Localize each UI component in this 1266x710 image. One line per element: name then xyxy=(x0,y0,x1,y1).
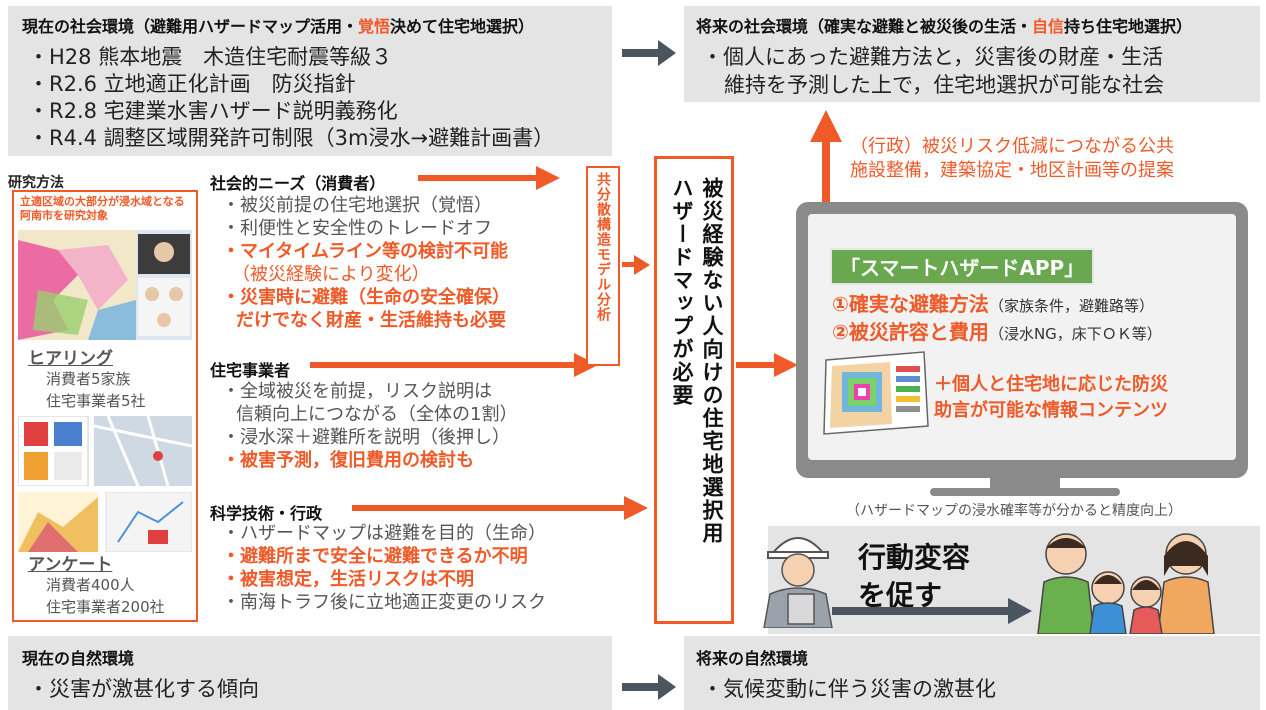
builders-arrow-shaft xyxy=(310,362,576,368)
science-item: ・避難所まで安全に避難できるか不明 xyxy=(222,546,528,567)
research-target: 立適区域の大部分が浸水域となる阿南市を研究対象 xyxy=(20,195,185,222)
future-social-title: 将来の社会環境（確実な避難と被災後の生活・自信持ち住宅地選択） xyxy=(696,17,1193,36)
current-social-box: 現在の社会環境（避難用ハザードマップ活用・覚悟決めて住宅地選択） ・H28 熊本… xyxy=(8,6,612,156)
needs-item: （被災経験により変化） xyxy=(232,264,430,285)
accuracy-note: （ハザードマップの浸水確率等が分かると精度向上） xyxy=(846,503,1182,519)
app-point2: ②被災許容と費用（浸水NG，床下ＯＫ等） xyxy=(832,320,1162,344)
hazard-map-image xyxy=(823,351,929,435)
science-item: ・南海トラフ後に立地適正変更のリスク xyxy=(222,592,546,613)
future-natural-item: ・気候変動に伴う災害の激甚化 xyxy=(702,677,996,701)
future-social-box: 将来の社会環境（確実な避難と被災後の生活・自信持ち住宅地選択） ・個人にあった避… xyxy=(684,6,1260,102)
worker-illustration xyxy=(763,537,833,628)
gov-line1: （行政）被災リスク低減につながる公共 xyxy=(850,136,1174,157)
family-illustration xyxy=(1037,533,1215,634)
arrow-right-icon xyxy=(832,598,1032,624)
list-item: ・R2.6 立地適正化計画 防災指針 xyxy=(28,72,356,96)
science-item: ・ハザードマップは避難を目的（生命） xyxy=(222,523,546,544)
analysis-label: 共分散構造モデル分析 xyxy=(595,172,611,322)
research-box: 立適区域の大部分が浸水域となる阿南市を研究対象 ヒアリング 消費者5家族 住宅事… xyxy=(12,190,198,622)
needs-item: ・利便性と安全性のトレードオフ xyxy=(222,218,492,239)
arrow-right-icon xyxy=(634,255,650,275)
needs-item: ・マイタイムライン等の検討不可能 xyxy=(222,241,509,262)
future-natural-title: 将来の自然環境 xyxy=(696,649,809,668)
needs-list: ・被災前提の住宅地選択（覚悟） ・利便性と安全性のトレードオフ ・マイタイムライ… xyxy=(222,194,510,332)
survey-builders: 住宅事業者200社 xyxy=(46,598,165,616)
need-col1: ハザードマップが必要 xyxy=(670,177,694,407)
app-arrow-shaft xyxy=(736,362,776,368)
hearing-map-image xyxy=(18,230,192,340)
builders-list: ・全域被災を前提，リスク説明は 信頼向上につながる（全体の1割） ・浸水深＋避難… xyxy=(222,380,517,472)
hearing-builders: 住宅事業者5社 xyxy=(46,392,146,410)
future-social-line1: ・個人にあった避難方法と，災害後の財産・生活 xyxy=(702,45,1164,69)
survey-chart-image xyxy=(18,492,192,552)
survey-consumers: 消費者400人 xyxy=(46,576,135,594)
needs-item: ・被災前提の住宅地選択（覚悟） xyxy=(222,195,492,216)
gov-line2: 施設整備，建築協定・地区計画等の提案 xyxy=(850,160,1174,181)
survey-label: アンケート xyxy=(28,555,113,575)
app-extra1: ＋個人と住宅地に応じた防災 xyxy=(934,374,1168,395)
arrow-right-icon xyxy=(622,674,676,700)
monitor-base xyxy=(930,488,1120,496)
need-box: 被災経験ない人向けの住宅地選択用 ハザードマップが必要 xyxy=(654,156,734,624)
future-natural-box: 将来の自然環境 ・気候変動に伴う災害の激甚化 xyxy=(684,636,1260,710)
list-item: ・R4.4 調整区域開発許可制限（3m浸水→避難計画書） xyxy=(28,126,555,150)
current-social-list: ・H28 熊本地震 木造住宅耐震等級３ ・R2.6 立地適正化計画 防災指針 ・… xyxy=(28,44,554,152)
future-social-line2: 維持を予測した上で，住宅地選択が可能な社会 xyxy=(724,73,1165,97)
need-col2: 被災経験ない人向けの住宅地選択用 xyxy=(700,177,724,545)
analysis-arrow-shaft xyxy=(622,262,636,267)
hearing-label: ヒアリング xyxy=(28,349,113,369)
current-natural-title: 現在の自然環境 xyxy=(22,649,135,668)
up-arrow-shaft xyxy=(822,140,830,202)
behavior-line1: 行動変容 xyxy=(858,541,971,574)
arrow-right-icon xyxy=(624,496,648,520)
builders-item: 信頼向上につながる（全体の1割） xyxy=(236,404,518,425)
hearing-consumers: 消費者5家族 xyxy=(46,370,131,388)
arrow-up-icon xyxy=(810,110,842,142)
behavior-line2: を促す xyxy=(858,579,943,612)
needs-title: 社会的ニーズ（消費者） xyxy=(210,174,386,193)
needs-arrow-shaft xyxy=(418,175,538,181)
research-title: 研究方法 xyxy=(8,175,64,191)
builders-item: ・被害予測，復旧費用の検討も xyxy=(222,450,474,471)
current-social-title: 現在の社会環境（避難用ハザードマップ活用・覚悟決めて住宅地選択） xyxy=(22,17,535,36)
current-natural-item: ・災害が激甚化する傾向 xyxy=(28,677,259,701)
app-point1: ①確実な避難方法（家族条件，避難路等） xyxy=(832,292,1154,316)
builders-item: ・全域被災を前提，リスク説明は xyxy=(222,381,492,402)
survey-map-image xyxy=(18,416,192,486)
science-list: ・ハザードマップは避難を目的（生命） ・避難所まで安全に避難できるか不明 ・被害… xyxy=(222,522,546,614)
builders-title: 住宅事業者 xyxy=(210,361,291,380)
science-title: 科学技術・行政 xyxy=(210,504,323,523)
list-item: ・H28 熊本地震 木造住宅耐震等級３ xyxy=(28,45,393,69)
arrow-right-icon xyxy=(536,166,560,190)
science-arrow-shaft xyxy=(352,505,626,511)
needs-item: だけでなく財産・生活維持も必要 xyxy=(236,310,506,331)
arrow-right-icon xyxy=(774,353,798,377)
science-item: ・被害想定，生活リスクは不明 xyxy=(222,569,474,590)
arrow-right-icon xyxy=(622,40,676,66)
current-natural-box: 現在の自然環境 ・災害が激甚化する傾向 xyxy=(8,636,612,710)
analysis-box: 共分散構造モデル分析 xyxy=(586,166,620,366)
list-item: ・R2.8 宅建業水害ハザード説明義務化 xyxy=(28,99,398,123)
needs-item: ・災害時に避難（生命の安全確保） xyxy=(222,287,510,308)
builders-item: ・浸水深＋避難所を説明（後押し） xyxy=(222,427,510,448)
app-title: 「スマートハザードAPP」 xyxy=(830,248,1095,285)
app-extra2: 助言が可能な情報コンテンツ xyxy=(934,400,1168,421)
